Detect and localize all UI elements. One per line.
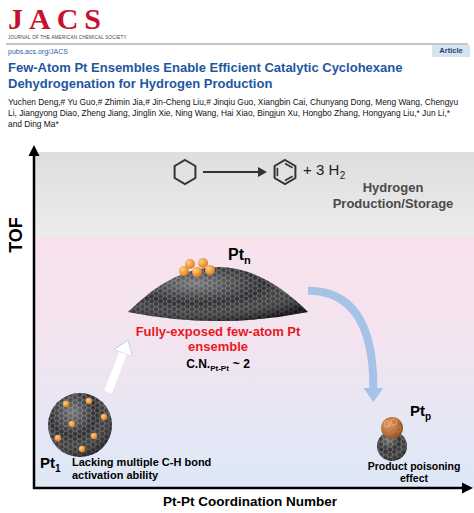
benzene [275, 160, 296, 184]
subscript: 2 [340, 170, 346, 182]
species-label: Ptn [228, 246, 251, 266]
atom-texture [387, 428, 393, 434]
reaction-product: + 3 H [303, 161, 339, 179]
axis-title: Pt-Pt Coordination Number [100, 493, 400, 510]
atom-texture [384, 421, 390, 427]
atom-texture [391, 419, 397, 425]
graphene-cap [128, 267, 308, 321]
species-subscript: p [425, 411, 431, 422]
pt-atom [55, 435, 61, 441]
journal-logo: JACS [8, 4, 107, 34]
species-subscript: 1 [55, 463, 61, 474]
species-symbol: Pt [40, 454, 55, 471]
graphene-shade [48, 393, 112, 457]
double-bond [285, 176, 293, 180]
header-rule [6, 44, 468, 45]
species-symbol: Pt [410, 402, 425, 419]
cn-symbol: C.N. [186, 357, 210, 371]
particle-support [377, 417, 407, 461]
arrow-shaft [203, 171, 259, 173]
pt-atom [91, 433, 97, 439]
author-list: Yuchen Deng,# Yu Guo,# Zhimin Jia,# Jin-… [8, 97, 466, 130]
site-note: Product poisoning effect [356, 460, 472, 484]
ensemble-support [128, 258, 308, 321]
particle-site: PtpProduct poisoning effect [356, 402, 472, 486]
pt-atom [79, 446, 85, 452]
graphene-shade [128, 267, 308, 321]
single-atom-site: Pt1 Lacking multiple C-H bond activation … [38, 392, 238, 484]
y-axis-head [29, 145, 40, 156]
coordination-line: C.N.Pt-Pt ~ 2 [128, 356, 308, 377]
double-bond [285, 164, 293, 168]
article-badge [432, 45, 470, 57]
double-bond [277, 168, 279, 176]
band-title: Hydrogen Production/Storage [318, 180, 468, 212]
ring [175, 160, 196, 184]
trend-arrow [308, 291, 373, 388]
band-fill [35, 152, 474, 236]
species-subscript: n [244, 254, 251, 266]
pt-atom [101, 414, 107, 420]
graphene-sphere [48, 393, 112, 457]
arrow-shaft [108, 353, 123, 392]
site-note: Lacking multiple C-H bond activation abi… [72, 456, 222, 482]
cn-value: ~ 2 [233, 357, 250, 371]
x-axis-head [462, 483, 473, 494]
arrow-shaft [308, 291, 373, 388]
pt-atom [205, 265, 215, 275]
pt-particle [381, 417, 403, 439]
species-symbol: Pt [228, 246, 244, 263]
species-label: Ptp [410, 402, 431, 422]
article-type: Article [432, 46, 470, 56]
single-atom-support [48, 393, 112, 457]
axis-title: TOF [5, 207, 27, 263]
journal-url: pubs.acs.org/JACS [8, 47, 68, 57]
reaction-arrow [203, 167, 267, 177]
pt-atom [69, 421, 75, 427]
cyclohexane [175, 160, 196, 184]
pt-atom [63, 401, 69, 407]
journal-name: JOURNAL OF THE AMERICAN CHEMICAL SOCIETY [8, 35, 127, 41]
y-axis [33, 154, 36, 489]
atom-texture [395, 426, 401, 432]
ensemble-site: PtnFully-exposed few-atom Pt ensembleC.N… [128, 244, 308, 377]
pt-atom [185, 259, 195, 269]
highlight-text: Fully-exposed few-atom Pt ensemble [128, 324, 308, 354]
arrow-head [258, 167, 267, 177]
cn-subscript: Pt-Pt [210, 364, 229, 373]
pt-atom [86, 398, 92, 404]
band-region: Hydrogen Production/Storage [35, 152, 474, 236]
pt-atom [192, 267, 202, 277]
plot-ground [35, 152, 474, 488]
trend-arrow [108, 353, 123, 392]
article-title: Few-Atom Pt Ensembles Enable Efficient C… [8, 60, 470, 92]
x-axis [33, 487, 464, 490]
axes [29, 145, 474, 494]
species-label: Pt1 [40, 454, 61, 474]
ring [275, 160, 296, 184]
